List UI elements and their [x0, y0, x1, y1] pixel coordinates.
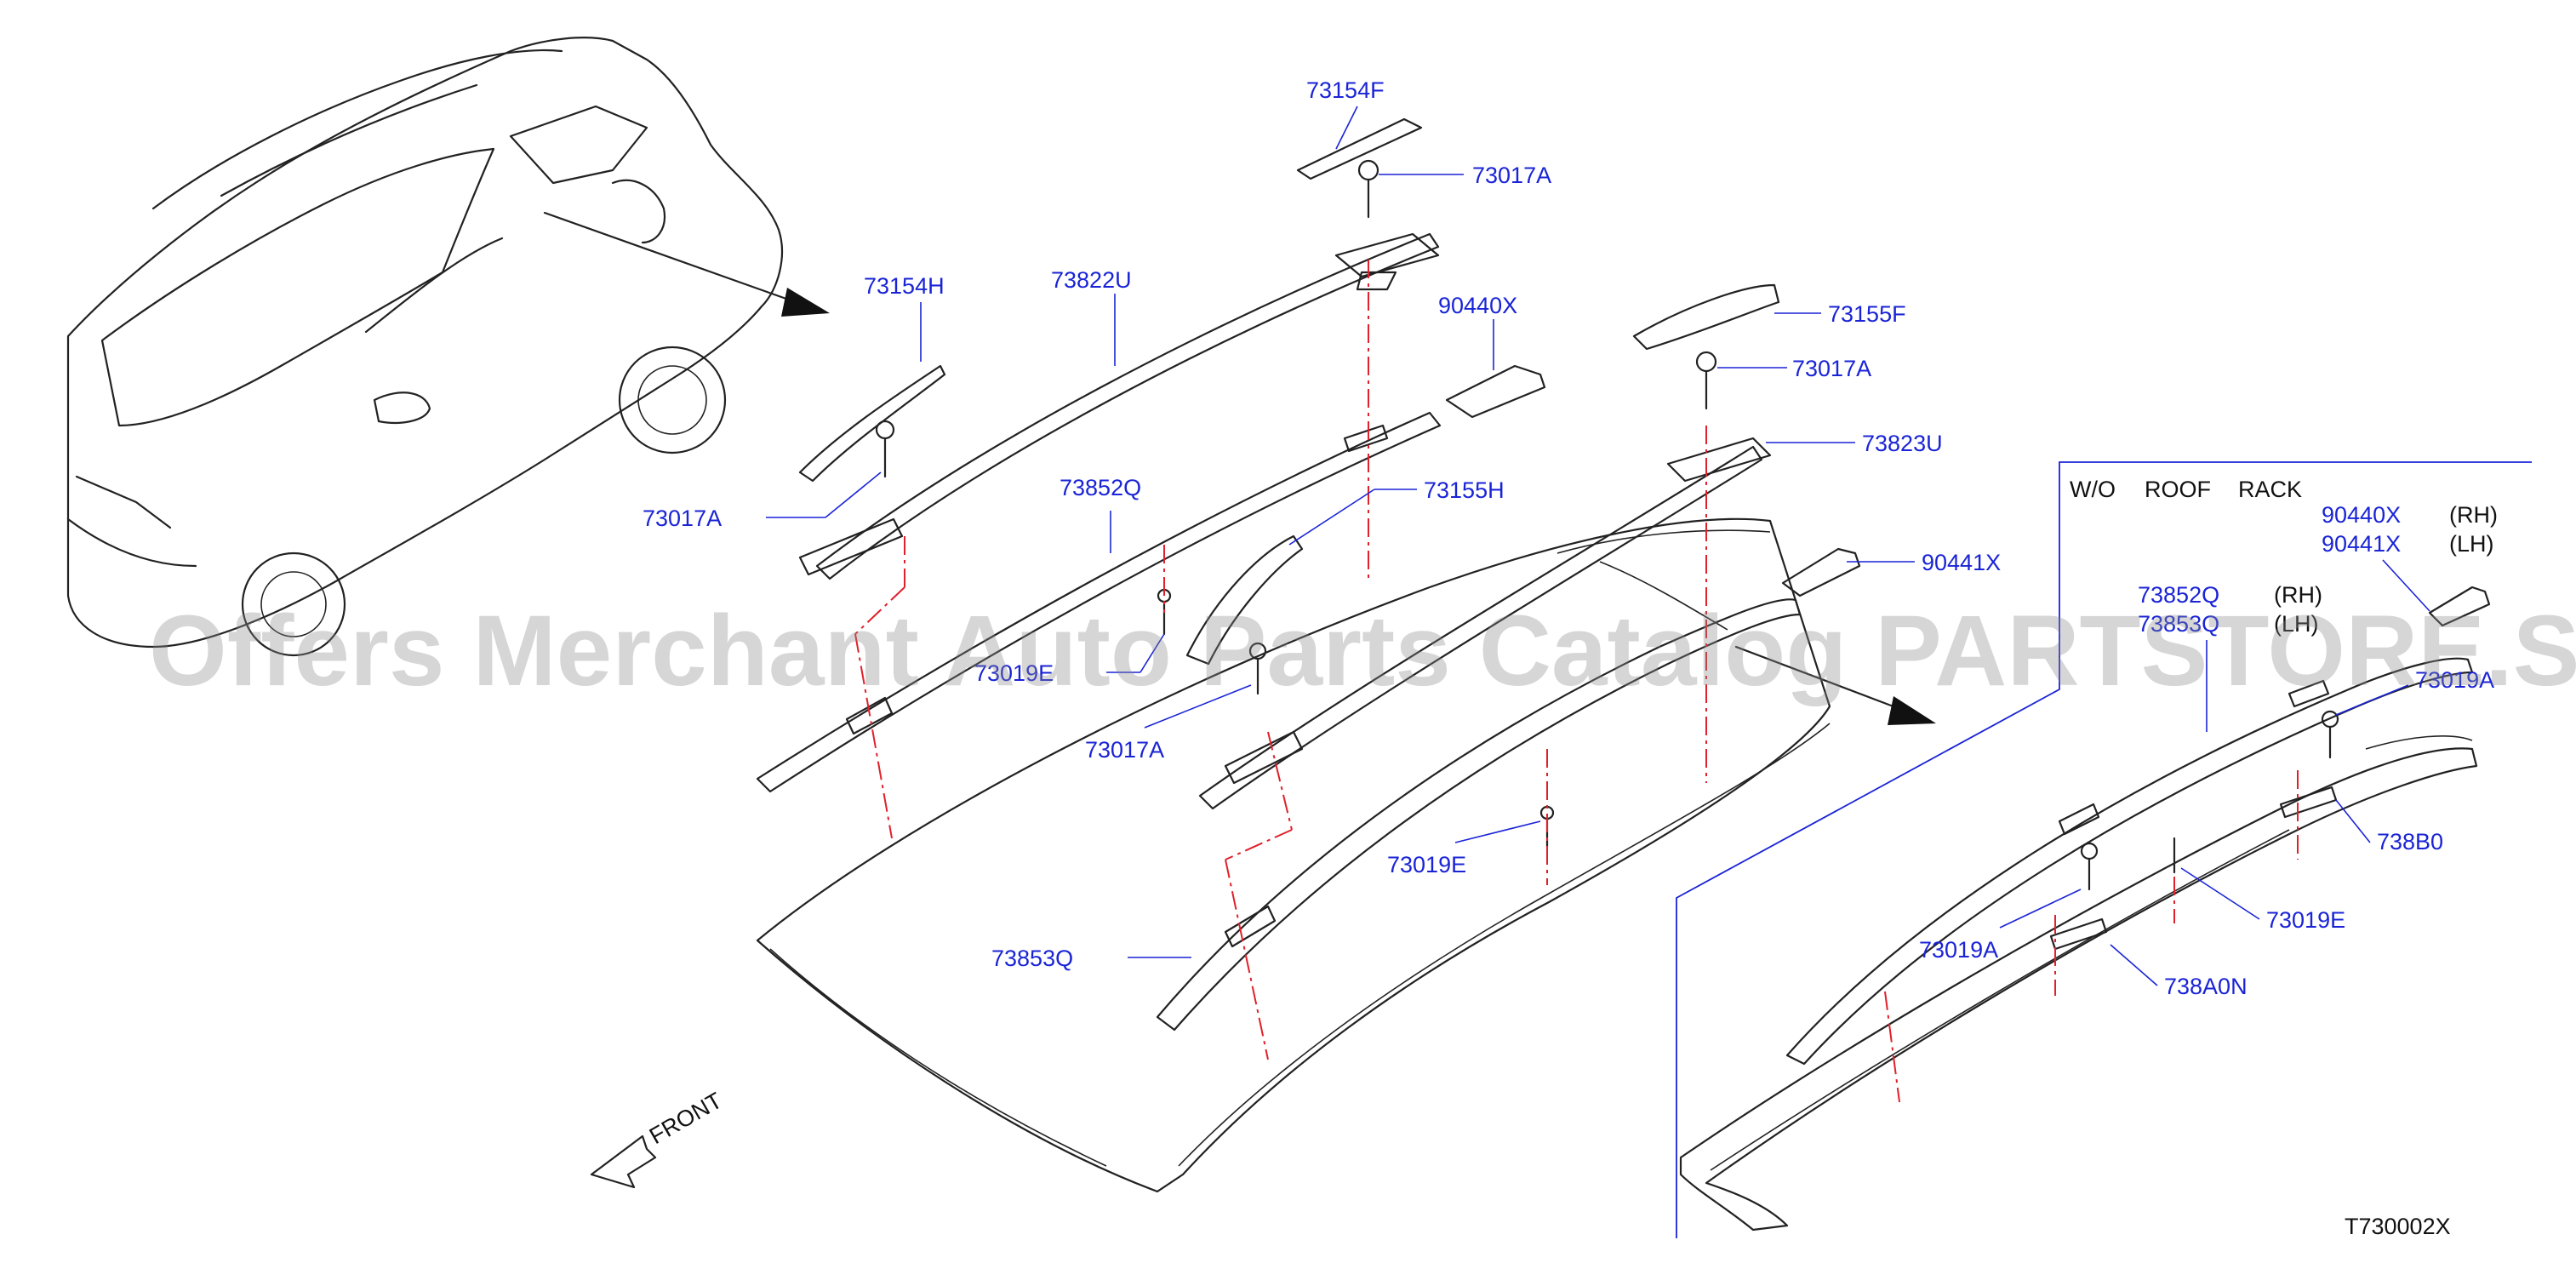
svg-text:(LH): (LH)	[2274, 611, 2319, 637]
svg-text:73017A: 73017A	[1472, 163, 1551, 188]
end-cap-90441X	[1781, 547, 1861, 597]
end-cap-73155H	[1185, 534, 1304, 666]
inset-callout-738A0N: 738A0N	[2110, 944, 2248, 999]
centerlines	[854, 260, 1707, 1060]
front-direction-indicator: FRONT	[590, 1088, 727, 1189]
svg-text:73852Q: 73852Q	[1060, 475, 1141, 500]
svg-text:90441X: 90441X	[2322, 531, 2401, 557]
svg-text:73019E: 73019E	[1387, 852, 1466, 877]
callout-90440X: 90440X	[1438, 293, 1517, 370]
roof-rail-73822U	[798, 232, 1440, 580]
svg-text:73019E: 73019E	[2266, 907, 2345, 933]
callout-73017A-lower: 73017A	[1085, 684, 1252, 763]
svg-text:73019A: 73019A	[2415, 667, 2494, 693]
callout-73154H: 73154H	[864, 273, 945, 362]
svg-text:W/O: W/O	[2070, 477, 2116, 502]
vehicle-illustration	[66, 37, 830, 657]
inset-callout-73853Q: 73853Q (LH)	[2138, 611, 2319, 732]
svg-text:73019E: 73019E	[974, 660, 1054, 686]
callout-73852Q: 73852Q	[1060, 475, 1141, 553]
svg-text:ROOF: ROOF	[2145, 477, 2211, 502]
callout-73155F: 73155F	[1774, 301, 1906, 327]
svg-text:73852Q: 73852Q	[2138, 582, 2219, 608]
front-label: FRONT	[645, 1088, 727, 1149]
svg-text:90440X: 90440X	[2322, 502, 2401, 528]
svg-text:(RH): (RH)	[2274, 582, 2322, 608]
svg-text:73853Q: 73853Q	[991, 946, 1073, 971]
diagram-code: T730002X	[2345, 1214, 2451, 1239]
inset-callout-90441X: 90441X (LH)	[2322, 531, 2494, 612]
svg-text:73155F: 73155F	[1828, 301, 1906, 327]
svg-text:73017A: 73017A	[1792, 356, 1871, 381]
callout-73017A-left: 73017A	[643, 471, 882, 531]
svg-text:738B0: 738B0	[2377, 829, 2443, 854]
roof-panel	[756, 517, 1831, 1193]
svg-text:RACK: RACK	[2238, 477, 2302, 502]
inset-callout-73019A-top: 73019A	[2335, 667, 2494, 716]
svg-text:73154H: 73154H	[864, 273, 945, 299]
end-cap-90440X	[1445, 364, 1546, 419]
inset-callout-73019A-bottom: 73019A	[1919, 889, 2082, 963]
inset-callout-90440X: 90440X (RH)	[2322, 502, 2498, 528]
svg-text:73019A: 73019A	[1919, 937, 1998, 963]
inset-callout-738B0: 738B0	[2335, 799, 2443, 854]
rail-cover-73853Q	[1156, 598, 1802, 1032]
svg-text:(RH): (RH)	[2449, 502, 2498, 528]
bolts	[875, 159, 1717, 849]
svg-text:(LH): (LH)	[2449, 531, 2494, 557]
callout-73019E-partial: 73019E	[974, 633, 1165, 686]
callout-73019E-mid: 73019E	[1387, 820, 1541, 877]
callout-73155H: 73155H	[1288, 477, 1505, 546]
callout-73154F: 73154F	[1306, 77, 1385, 150]
svg-text:73155H: 73155H	[1424, 477, 1505, 503]
svg-text:73822U: 73822U	[1051, 267, 1132, 293]
svg-text:73017A: 73017A	[1085, 737, 1164, 763]
svg-text:738A0N: 738A0N	[2164, 974, 2248, 999]
inset-callout-73019E: 73019E	[2180, 867, 2345, 933]
inset-end-cap	[2428, 586, 2491, 627]
inset-roof-panel	[1679, 747, 2478, 1232]
watermark: Offers Merchant Auto Parts Catalog PARTS…	[149, 595, 2576, 707]
svg-text:73823U: 73823U	[1862, 431, 1943, 456]
svg-text:73154F: 73154F	[1306, 77, 1385, 103]
callout-90441X: 90441X	[1847, 550, 2001, 575]
end-cap-73154F	[1296, 117, 1423, 180]
svg-text:73017A: 73017A	[643, 506, 722, 531]
callout-73853Q: 73853Q	[991, 946, 1191, 971]
rail-cover-73852Q	[756, 411, 1442, 793]
inset-callout-73852Q: 73852Q (RH)	[2138, 582, 2322, 608]
svg-text:73853Q: 73853Q	[2138, 611, 2219, 637]
inset-rail-cover	[1785, 657, 2474, 1066]
callout-73823U: 73823U	[1766, 431, 1943, 456]
svg-text:90440X: 90440X	[1438, 293, 1517, 318]
callout-73017A-right: 73017A	[1717, 356, 1871, 381]
callout-73017A-top: 73017A	[1379, 163, 1551, 188]
end-cap-73155F	[1632, 283, 1780, 351]
callout-73822U: 73822U	[1051, 267, 1132, 366]
end-cap-73154H	[798, 364, 946, 483]
inset-title: W/O ROOF RACK	[2070, 477, 2302, 502]
svg-text:90441X: 90441X	[1922, 550, 2001, 575]
inset-without-roof-rack: W/O ROOF RACK 90440X (RH) 90441X	[1676, 461, 2532, 1238]
